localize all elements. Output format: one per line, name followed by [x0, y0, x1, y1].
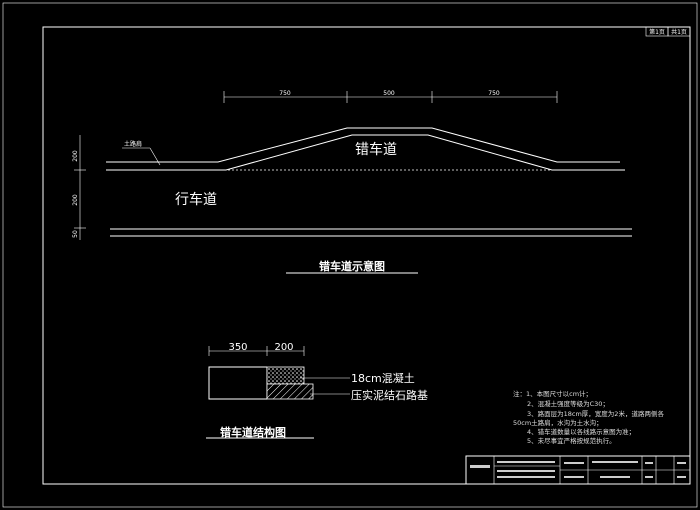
left-dim-1: 200 — [72, 150, 79, 162]
left-dimension: 200 200 50 — [72, 135, 86, 240]
top-dim-1: 750 — [279, 90, 291, 97]
structure-section — [208, 366, 350, 400]
layer-concrete-label: 18cm混凝土 — [351, 371, 415, 385]
page-number-box: 第1页 共1页 — [645, 26, 691, 37]
top-dimension: 750 500 750 — [223, 90, 558, 103]
inner-frame — [42, 26, 691, 485]
left-dim-3: 50 — [72, 230, 79, 238]
struct-dim-1: 350 — [228, 342, 247, 353]
schematic-title: 错车道示意图 — [319, 259, 385, 273]
note-4: 50cm土路肩，水沟为土水沟； — [513, 418, 603, 427]
passing-lane-label: 错车道 — [355, 141, 397, 158]
structure-title: 错车道结构图 — [220, 425, 286, 439]
note-3: 3、路面层为18cm厚，宽度为2米，道路两侧各 — [527, 409, 664, 418]
left-dim-2: 200 — [72, 194, 79, 206]
note-6: 5、未尽事宜严格按规范执行。 — [527, 436, 616, 445]
total-label: 共1页 — [671, 28, 687, 36]
note-1: 注：1、本图尺寸以cm计； — [513, 389, 592, 398]
page-label: 第1页 — [649, 28, 665, 36]
shoulder-label: 土路肩 — [124, 140, 142, 148]
note-2: 2、混凝土强度等级为C30； — [527, 399, 609, 408]
concrete-layer — [266, 366, 305, 385]
layer-subgrade-label: 压实泥结石路基 — [351, 388, 428, 402]
subgrade-layer — [266, 383, 314, 400]
struct-dim-2: 200 — [274, 342, 293, 353]
travel-lane-label: 行车道 — [175, 191, 217, 208]
title-block — [465, 455, 691, 485]
notes-block: 注：1、本图尺寸以cm计； 2、混凝土强度等级为C30； 3、路面层为18cm厚… — [513, 389, 664, 445]
top-dim-2: 500 — [383, 90, 395, 97]
note-5: 4、错车道数量以各线路示意图为准； — [527, 427, 635, 436]
structure-dimension: 350 200 — [208, 342, 305, 356]
top-dim-3: 750 — [488, 90, 500, 97]
road-outline — [106, 127, 632, 237]
